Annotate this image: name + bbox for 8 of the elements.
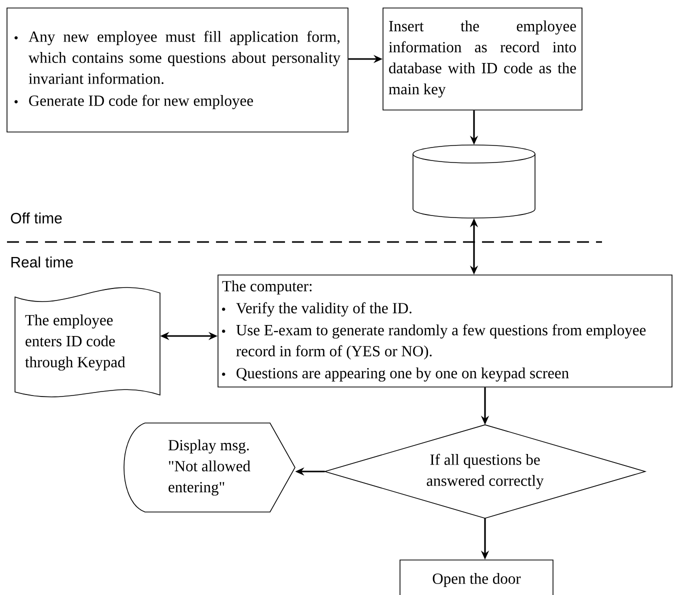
- database-cylinder: [412, 144, 536, 218]
- display-shape: Display msg. "Not allowed entering": [124, 422, 296, 512]
- section-label: Off time: [10, 212, 62, 224]
- section-label: Real time: [11, 256, 73, 268]
- process-box: Insert the employee information as record into database with ID code as the main key: [382, 8, 582, 110]
- process-box: Any new employee must fill application form, which contains some questions about personality invariant information. Generate ID code for new employee: [6, 8, 348, 132]
- process-box: Open the door: [400, 560, 554, 595]
- process-box: The computer: Verify the validity of the ID. Use E-exam to generate randomly a few questions from employee record in form of (YES or NO). Questions are appearing one by one on keypad screen: [218, 274, 672, 388]
